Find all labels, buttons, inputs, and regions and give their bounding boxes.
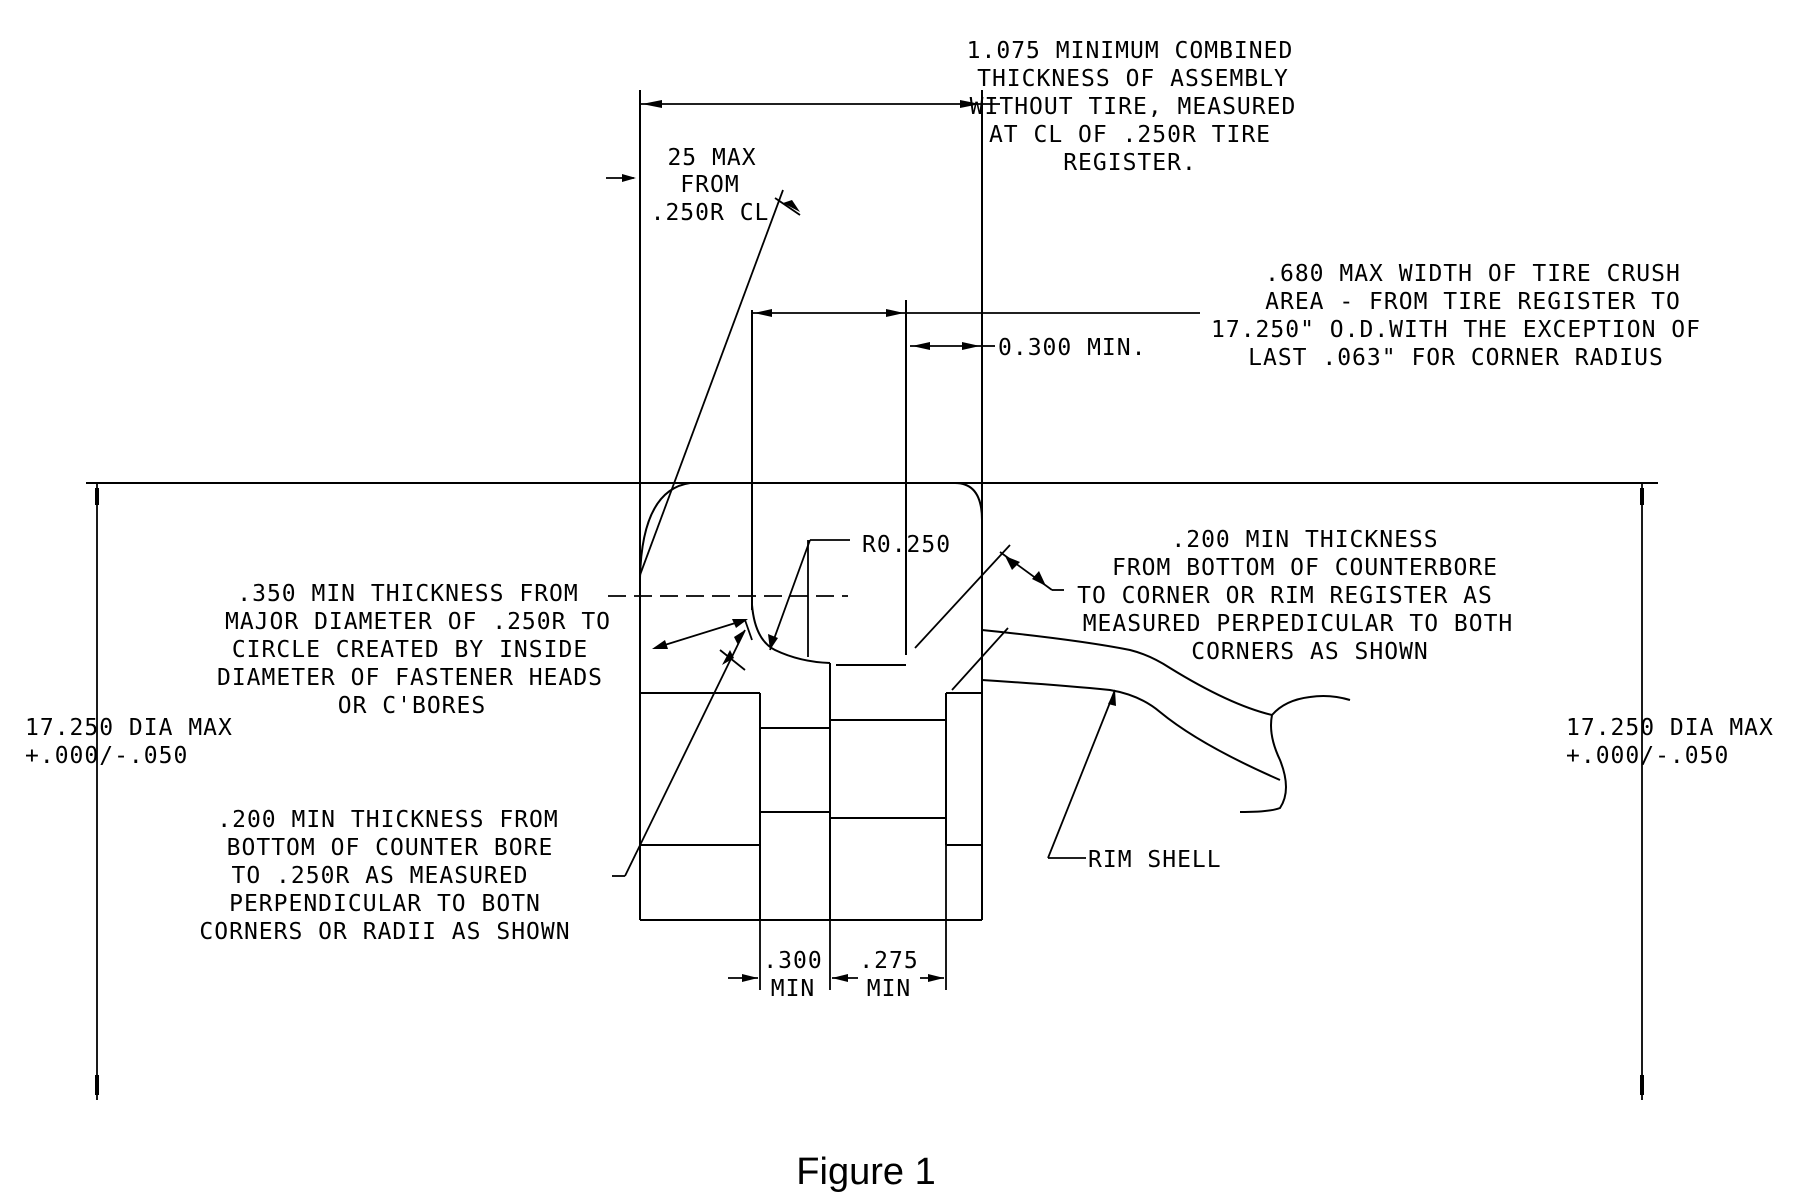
note-crush-width: .680 MAX WIDTH OF TIRE CRUSH AREA - FROM… (1211, 261, 1701, 371)
figure-caption: Figure 1 (796, 1151, 935, 1193)
dia-right-line: 17.250 DIA MAX (1566, 715, 1774, 741)
note-crush-line: AREA - FROM TIRE REGISTER TO (1265, 289, 1681, 315)
note-thickness-200-right: .200 MIN THICKNESS FROM BOTTOM OF COUNTE… (1077, 527, 1514, 665)
note-max-line: FROM (680, 172, 739, 198)
note-200r-line: TO CORNER OR RIM REGISTER AS (1077, 583, 1493, 609)
max-from-cl-leader (639, 189, 801, 576)
note-200r-line: CORNERS AS SHOWN (1191, 639, 1429, 665)
note-max-from-cl: 25 MAX FROM .250R CL (651, 145, 770, 226)
note-350-line: MAJOR DIAMETER OF .250R TO (225, 609, 611, 635)
note-thickness-200-left: .200 MIN THICKNESS FROM BOTTOM OF COUNTE… (199, 807, 570, 945)
radius-label: R0.250 (862, 532, 951, 558)
dia-right-label: 17.250 DIA MAX +.000/-.050 (1566, 715, 1774, 769)
note-crush-line: 17.250" O.D.WITH THE EXCEPTION OF (1211, 317, 1701, 343)
note-200r-line: MEASURED PERPEDICULAR TO BOTH (1083, 611, 1514, 637)
note-200l-line: BOTTOM OF COUNTER BORE (227, 835, 554, 861)
dia-left-label: 17.250 DIA MAX +.000/-.050 (25, 715, 233, 769)
dia-left-line: 17.250 DIA MAX (25, 715, 233, 741)
note-max-line: 25 MAX (667, 145, 756, 171)
crush-width-dimension (752, 309, 1200, 350)
note-assembly-line: REGISTER. (1063, 150, 1197, 176)
thickness-350-leader (652, 619, 753, 649)
rim-shell-label: RIM SHELL (1088, 847, 1222, 873)
assembly-width-dimension (606, 100, 1000, 182)
note-200l-line: PERPENDICULAR TO BOTN (229, 891, 541, 917)
note-200l-line: CORNERS OR RADII AS SHOWN (199, 919, 570, 945)
note-assembly-line: 1.075 MINIMUM COMBINED (967, 38, 1294, 64)
note-350-line: DIAMETER OF FASTENER HEADS (217, 665, 603, 691)
note-crush-line: .680 MAX WIDTH OF TIRE CRUSH (1265, 261, 1681, 287)
note-thickness-350: .350 MIN THICKNESS FROM MAJOR DIAMETER O… (217, 581, 611, 719)
rim-shell-outline (981, 629, 1351, 813)
note-200l-line: .200 MIN THICKNESS FROM (217, 807, 559, 833)
note-200r-line: .200 MIN THICKNESS (1171, 527, 1438, 553)
min-300-value: .300 (763, 948, 822, 974)
radius-leader (608, 539, 850, 657)
bottom-min-dimensions (728, 845, 947, 990)
min-275-unit: MIN (867, 976, 912, 1002)
note-assembly: 1.075 MINIMUM COMBINED THICKNESS OF ASSE… (967, 38, 1297, 176)
note-crush-line: LAST .063" FOR CORNER RADIUS (1248, 345, 1664, 371)
note-200l-line: TO .250R AS MEASURED (232, 863, 529, 889)
dia-left-line: +.000/-.050 (25, 743, 188, 769)
thickness-200-left-leader (612, 629, 746, 877)
note-350-line: OR C'BORES (338, 693, 486, 719)
min-300-right-label: 0.300 MIN. (998, 335, 1146, 361)
wheel-section (630, 90, 983, 921)
note-assembly-line: AT CL OF .250R TIRE (989, 122, 1271, 148)
rim-shell-leader (1047, 689, 1116, 859)
min-275-value: .275 (859, 948, 918, 974)
thickness-200-right-leader (914, 544, 1064, 691)
note-350-line: CIRCLE CREATED BY INSIDE (232, 637, 588, 663)
dia-right-line: +.000/-.050 (1566, 743, 1729, 769)
min-300-bottom-label: .300 MIN (763, 948, 822, 1002)
note-assembly-line: WITHOUT TIRE, MEASURED (970, 94, 1297, 120)
min-275-bottom-label: .275 MIN (859, 948, 918, 1002)
note-200r-line: FROM BOTTOM OF COUNTERBORE (1112, 555, 1498, 581)
min-300-unit: MIN (771, 976, 816, 1002)
note-max-line: .250R CL (651, 200, 770, 226)
note-350-line: .350 MIN THICKNESS FROM (237, 581, 579, 607)
note-assembly-line: THICKNESS OF ASSEMBLY (977, 66, 1289, 92)
